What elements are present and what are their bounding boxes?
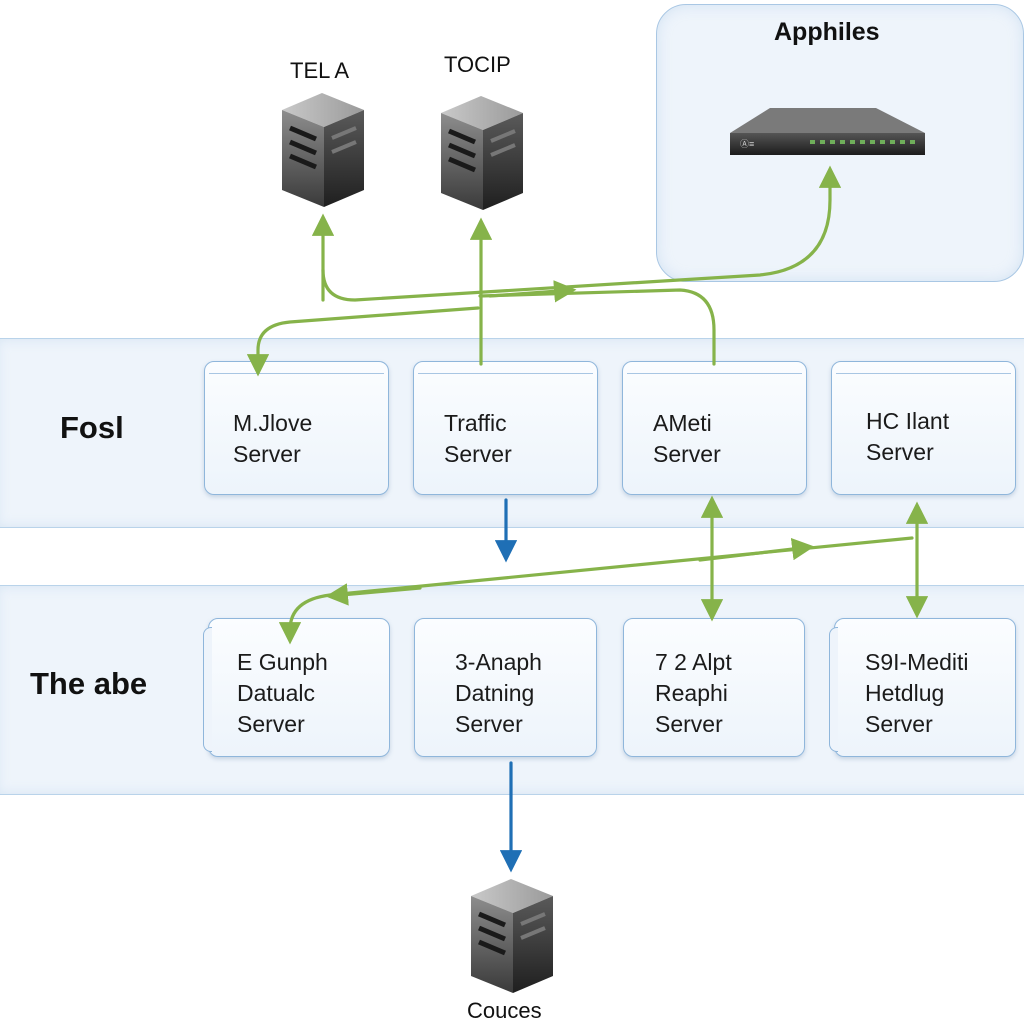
server-label-tel-a: TEL A [290,58,350,83]
node-label-line: E Gunph [237,649,328,675]
node-header-rule [627,373,802,374]
connector-diag-arrow-left [325,583,422,606]
connector-to-mjlove [246,306,480,377]
tier-label-2: The abe [30,666,148,701]
node-header-rule [418,373,593,374]
connector-to-egunph [278,536,914,645]
node-header-rule [836,373,1011,374]
tier-label-1: Fosl [60,410,124,445]
server-node[interactable]: AMeti Server [622,361,807,495]
server-label-bottom: Couces [467,998,542,1023]
connector-diag-arrow-right [698,537,815,562]
switch-device-text: Ⓐ≡ [740,139,754,149]
node-label-line: Datualc [237,680,315,706]
node-label-line: Hetdlug [865,680,945,706]
server-node[interactable]: S9I-Mediti Hetdlug Server [829,618,1016,757]
connector-to-appliance [321,165,842,302]
network-switch-icon [730,108,925,155]
server-label-tocip: TOCIP [444,52,511,77]
node-label-line: 3-Anaph [455,649,542,675]
node-label-line: S9I-Mediti [865,649,969,675]
appliance-title: Apphiles [774,18,880,46]
node-label-line: Server [237,711,305,737]
node-label-line: Server [233,441,301,467]
server-node[interactable]: 7 2 Alpt Reaphi Server [623,618,805,757]
connector-ameti-up [478,288,716,366]
node-label-line: Datning [455,680,535,706]
node-label-line: 7 2 Alpt [655,649,732,675]
server-node[interactable]: 3-Anaph Datning Server [414,618,597,757]
node-label-line: Server [653,441,721,467]
node-label-line: Traffic [444,410,507,436]
node-label-line: AMeti [653,410,712,436]
node-label-line: Server [455,711,523,737]
node-label-line: HC Ilant [866,408,950,434]
server-tower-icon [441,96,523,210]
node-label-line: Server [655,711,723,737]
node-label-line: Server [866,439,934,465]
node-header-rule [209,373,384,374]
server-tower-icon [471,879,553,993]
server-node[interactable]: M.Jlove Server [204,361,389,495]
node-label-line: Server [444,441,512,467]
node-label-line: Reaphi [655,680,728,706]
server-node[interactable]: HC Ilant Server [831,361,1016,495]
node-label-line: M.Jlove [233,410,313,436]
node-label-line: Server [865,711,933,737]
server-tower-icon [282,93,364,207]
server-node[interactable]: Traffic Server [413,361,598,495]
